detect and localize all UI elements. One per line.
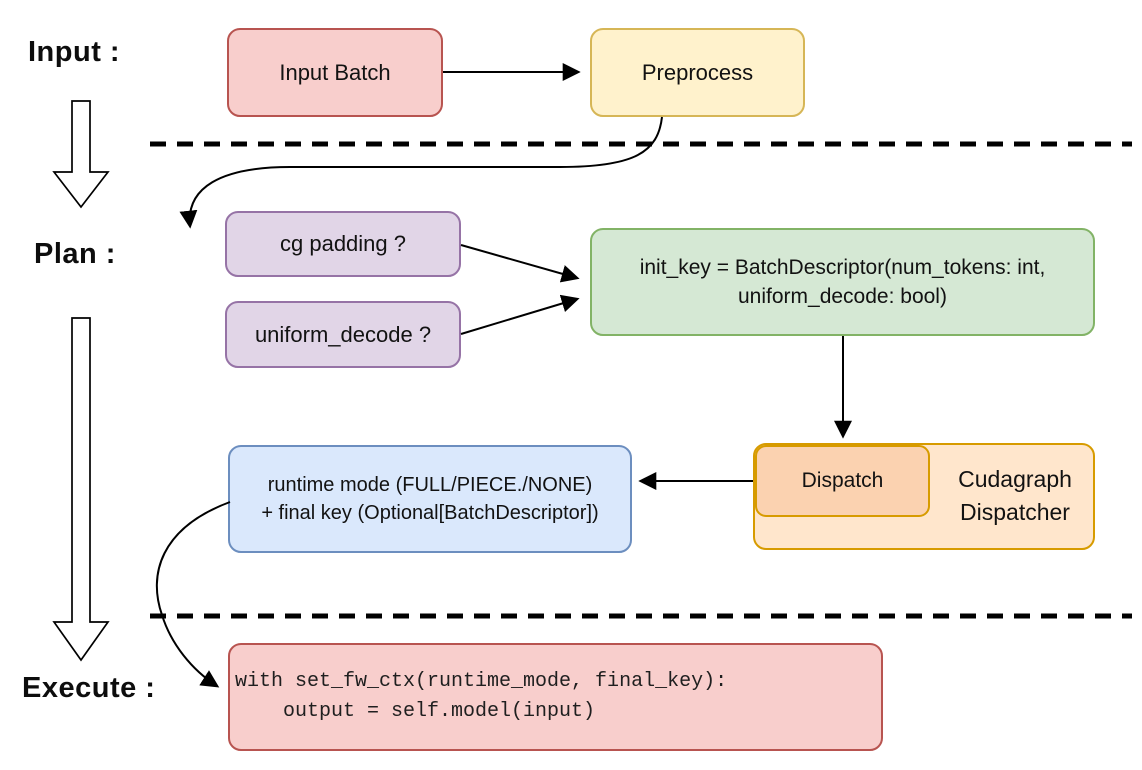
node-init-key-line2: uniform_decode: bool)	[738, 285, 947, 308]
execute-code-line1: with set_fw_ctx(runtime_mode, final_key)…	[235, 670, 728, 693]
node-cg-padding: cg padding ?	[225, 211, 461, 277]
node-cg-padding-label: cg padding ?	[280, 231, 406, 257]
section-label-plan: Plan :	[34, 238, 116, 270]
node-input-batch: Input Batch	[227, 28, 443, 117]
node-preprocess-label: Preprocess	[641, 59, 754, 85]
node-runtime-mode: runtime mode (FULL/PIECE./NONE) + final …	[228, 445, 632, 553]
node-cudagraph-dispatcher-label: Cudagraph Dispatcher	[930, 463, 1100, 529]
plan-to-execute-arrow-icon	[52, 317, 110, 662]
execute-code-line2: output = self.model(input)	[235, 700, 596, 723]
edge-uniformdecode-initkey	[460, 294, 580, 335]
node-uniform-decode-label: uniform_decode ?	[254, 321, 432, 347]
section-label-input: Input :	[28, 36, 121, 68]
section-label-execute: Execute :	[22, 672, 156, 704]
node-dispatch-label: Dispatch	[801, 468, 884, 492]
node-runtime-mode-line1: runtime mode (FULL/PIECE./NONE)	[267, 474, 593, 496]
cudagraph-label-line1: Cudagraph	[958, 466, 1072, 492]
node-runtime-mode-line2: + final key (Optional[BatchDescriptor])	[261, 502, 599, 524]
cudagraph-label-line2: Dispatcher	[960, 499, 1070, 525]
edge-runtimemode-executecode	[155, 501, 231, 688]
node-input-batch-label: Input Batch	[279, 59, 391, 85]
node-dispatch: Dispatch	[755, 445, 930, 517]
node-uniform-decode: uniform_decode ?	[225, 301, 461, 368]
edge-cgpadding-initkey	[460, 244, 580, 283]
node-preprocess: Preprocess	[590, 28, 805, 117]
edge-preprocess-cgpadding	[179, 116, 663, 229]
node-init-key-line1: init_key = BatchDescriptor(num_tokens: i…	[639, 256, 1046, 279]
input-to-plan-arrow-icon	[52, 100, 110, 209]
node-init-key: init_key = BatchDescriptor(num_tokens: i…	[590, 228, 1095, 336]
node-execute-code: with set_fw_ctx(runtime_mode, final_key)…	[228, 643, 883, 751]
